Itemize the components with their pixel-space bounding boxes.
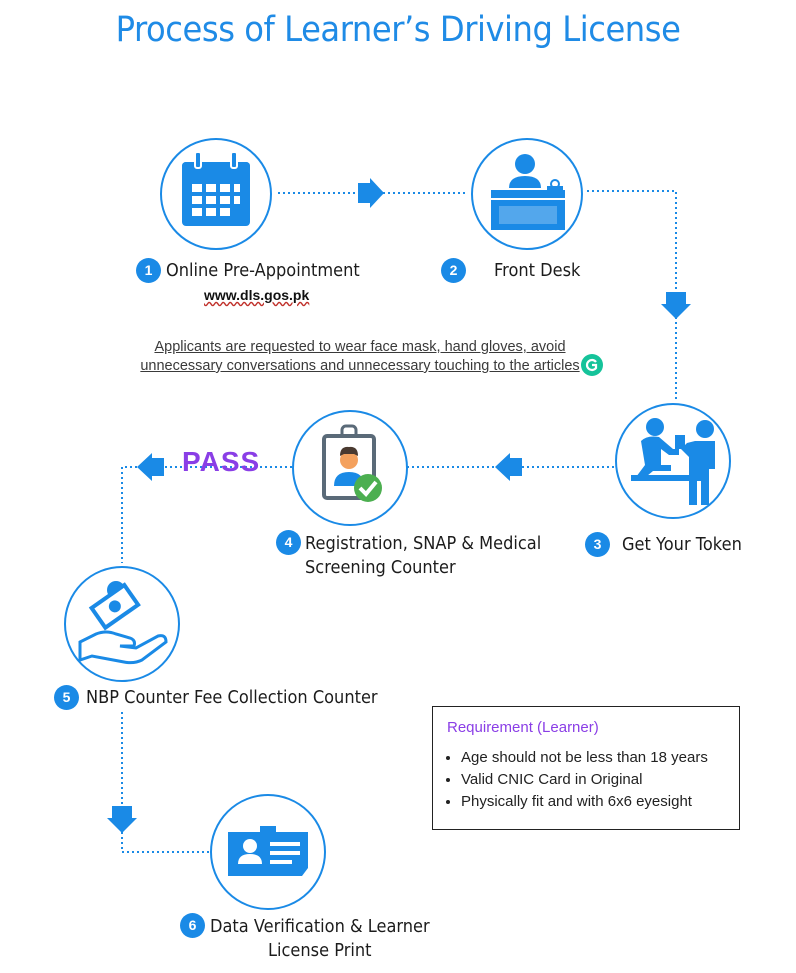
requirement-title: Requirement (Learner) [447,719,599,736]
requirement-item: Age should not be less than 18 years [461,747,708,769]
step-3-number: 3 [585,532,610,557]
step-5-label: NBP Counter Fee Collection Counter [86,687,378,708]
arrow-left-icon [137,453,164,481]
pass-label: PASS [182,446,261,477]
requirement-list: Age should not be less than 18 years Val… [447,747,708,813]
notice-line-2: unnecessary conversations and unnecessar… [140,358,580,374]
arrow-down-icon [107,806,137,833]
safety-notice: Applicants are requested to wear face ma… [120,338,600,376]
step-6-label-line-1: Data Verification & Learner [210,916,430,937]
website-link[interactable]: www.dls.gos.pk [204,287,310,303]
calendar-icon [182,151,250,226]
step-4-label-line-2: Screening Counter [305,557,456,578]
arrow-left-icon [495,453,522,481]
step-4-number: 4 [276,530,301,555]
arrow-down-icon [661,292,691,319]
requirement-box: Requirement (Learner) Age should not be … [432,706,740,830]
step-4-circle [292,410,408,526]
grammarly-icon[interactable] [581,354,603,376]
token-people-icon [631,418,715,505]
step-1-number: 1 [136,258,161,283]
step-2-label: Front Desk [494,260,581,281]
step-5-number: 5 [54,685,79,710]
id-badge-check-icon [322,424,382,502]
money-hand-icon [78,581,168,665]
page-title: Process of Learner’s Driving License [115,10,681,50]
step-2-number: 2 [441,258,466,283]
step-3-label: Get Your Token [622,534,742,555]
arrow-right-icon [358,178,384,208]
id-card-icon [228,826,308,876]
requirement-item: Physically fit and with 6x6 eyesight [461,791,708,813]
step-1-label: Online Pre-Appointment [166,260,360,281]
requirement-item: Valid CNIC Card in Original [461,769,708,791]
step-6-number: 6 [180,913,205,938]
front-desk-icon [491,154,565,230]
notice-line-1: Applicants are requested to wear face ma… [154,339,566,355]
step-4-label-line-1: Registration, SNAP & Medical [305,533,542,554]
step-3-circle [615,403,731,519]
step-2-circle [471,138,583,250]
step-6-circle [210,794,326,910]
step-5-circle [64,566,180,682]
step-6-label-line-2: License Print [268,940,372,961]
step-1-circle [160,138,272,250]
